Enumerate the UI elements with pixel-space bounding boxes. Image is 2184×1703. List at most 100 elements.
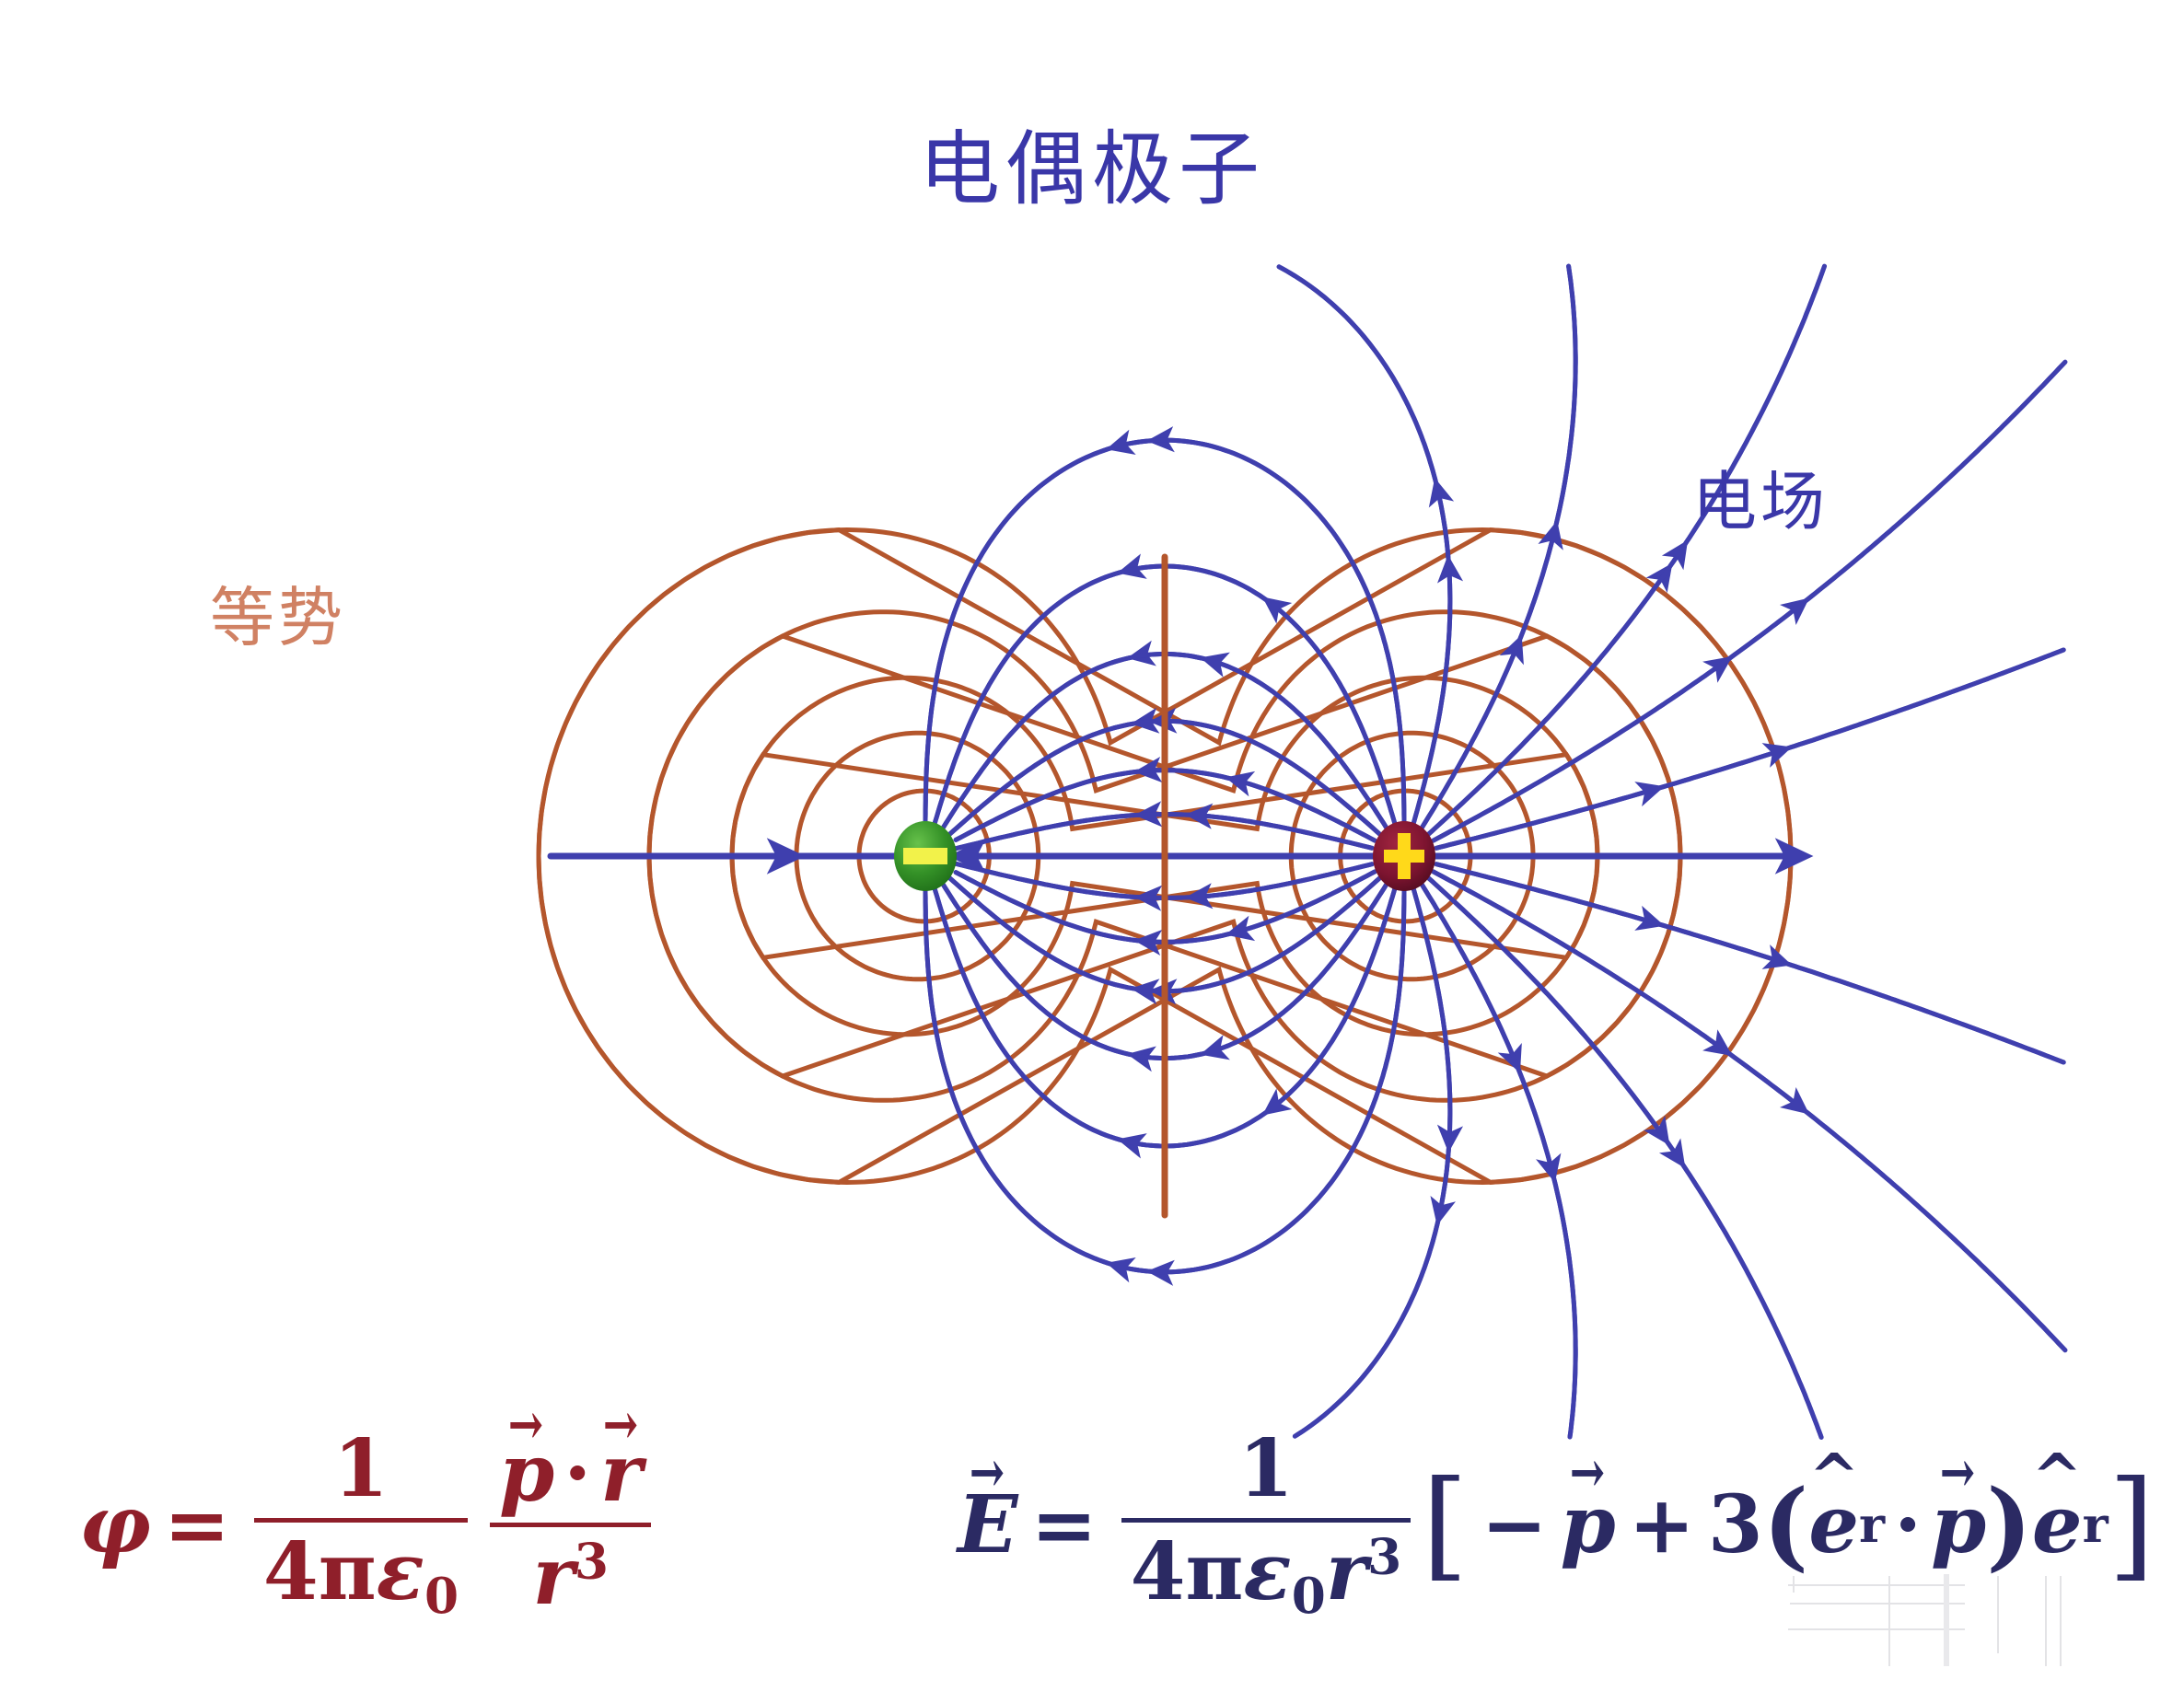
electric-field-lines [923, 263, 2068, 1440]
field-line-segment [941, 882, 1136, 1058]
plus-icon-horizontal [1384, 850, 1424, 863]
field-line-segment [941, 655, 1136, 830]
field-line-segment [1276, 264, 1439, 487]
field-line-segment [1225, 770, 1377, 843]
unit-vector-e-second-sub: r [2082, 1495, 2108, 1554]
equipotential-curve [856, 788, 992, 924]
field-line-segment [1133, 757, 1377, 843]
bracket-open: [ [1422, 1454, 1469, 1593]
field-line-segment [952, 861, 1194, 900]
field-line-segment [1292, 1144, 1452, 1439]
field-line-segment [1127, 640, 1389, 830]
field-line-segment [932, 885, 1270, 1149]
equipotential-curve [1288, 730, 1536, 982]
field-line-segment [1426, 875, 1670, 1146]
field-line-segment [947, 721, 1140, 837]
field-line-segment [947, 875, 1158, 993]
equipotential-lines [536, 527, 1794, 1186]
exponent-3: 3 [574, 1532, 609, 1591]
field-line-segment [1184, 803, 1375, 851]
field-line-segment [1117, 553, 1398, 827]
field-line-segment [1261, 597, 1398, 827]
field-line-segment [953, 870, 1234, 944]
den-eps-sub: 0 [1291, 1567, 1326, 1626]
field-line-segment [941, 882, 1209, 1061]
formula-field-equals: = [1030, 1477, 1098, 1571]
formula-field-E: E [958, 1478, 1018, 1571]
vector-p: p [499, 1431, 554, 1514]
equipotential-curve [1338, 788, 1473, 924]
scalar-r: r [532, 1529, 575, 1623]
den-pi: π [318, 1525, 377, 1619]
field-line-segment [1553, 263, 1578, 529]
formula-potential: φ = 1 4πε0 p·r r3 [79, 1425, 662, 1625]
field-line-segment [1431, 597, 1810, 843]
field-line-segment [1434, 743, 1793, 851]
formula-potential-equals: = [163, 1477, 230, 1571]
field-line-segment [1127, 882, 1389, 1072]
field-line-segment [1431, 869, 1733, 1057]
equipotential-curve [536, 527, 1794, 1186]
den-eps: ε [1243, 1525, 1292, 1619]
field-line-segment [952, 861, 1144, 900]
den-eps-sub: 0 [424, 1567, 459, 1626]
field-line-segment [1783, 961, 2066, 1065]
field-line-segment [1426, 539, 1689, 837]
field-line-segment [1725, 1049, 2068, 1353]
vector-p-second: p [1931, 1478, 1986, 1571]
field-line-segment [1664, 1138, 1824, 1440]
field-line-segment [1515, 1065, 1578, 1440]
coefficient-three: 3 [1707, 1477, 1763, 1571]
negative-charge-body [894, 821, 957, 891]
formula-potential-coefficient: 1 4πε0 [253, 1425, 469, 1626]
field-line-segment [1655, 921, 2066, 1065]
field-line-segment [1431, 655, 1733, 843]
field-line-segment [923, 445, 1115, 827]
label-equipotential: 等势 [210, 580, 346, 655]
vector-p-first: p [1561, 1478, 1616, 1571]
unary-minus: − [1481, 1477, 1548, 1571]
field-line-segment [1431, 869, 1810, 1115]
coefficient-denominator: 4πε0r3 [1121, 1528, 1411, 1624]
field-line-segment [932, 885, 1126, 1143]
field-line-segment [1551, 1174, 1578, 1440]
field-line-segment [952, 812, 1144, 852]
equipotential-curve [536, 527, 1794, 1186]
plus-operator: + [1628, 1477, 1695, 1571]
coefficient-numerator: 1 [1238, 1422, 1294, 1515]
field-line-segment [1133, 869, 1377, 956]
den-4: 4 [262, 1525, 319, 1619]
equipotential-curve [729, 675, 1600, 1037]
field-line-segment [1783, 647, 2066, 751]
label-electric-field: 电场 [1692, 464, 1829, 539]
field-line-segment [1292, 1217, 1441, 1439]
field-line-segment [1802, 359, 2068, 605]
plus-icon-vertical [1398, 833, 1411, 879]
paren-close: ) [1986, 1466, 2032, 1581]
equipotential-curve [646, 609, 1683, 1103]
field-line-segment [947, 719, 1158, 837]
charge-markers [894, 821, 1435, 891]
field-line-segment [923, 886, 1115, 1268]
formula-field-coefficient: 1 4πε0r3 [1121, 1425, 1411, 1625]
field-line-segment [952, 812, 1194, 852]
field-line-segment [1434, 862, 1665, 931]
field-line-segment [1419, 882, 1562, 1183]
dot-product-operator: · [1894, 1477, 1923, 1571]
field-line-segment [1655, 647, 2066, 791]
field-line-segment [1131, 707, 1382, 837]
fraction-bar [490, 1522, 652, 1527]
field-line-segment [923, 886, 1156, 1274]
field-line-segment [1276, 264, 1451, 563]
den-r: r [1325, 1525, 1368, 1619]
ratio-denominator: r3 [524, 1533, 618, 1620]
field-line-segment [1261, 886, 1398, 1116]
dot-product-operator: · [563, 1426, 592, 1520]
equipotential-curve [646, 609, 1683, 1103]
field-line-segment [1133, 862, 1375, 911]
den-r-exponent: 3 [1367, 1527, 1402, 1586]
field-line-segment [1802, 1107, 2068, 1353]
field-line-segment [1434, 862, 1793, 969]
positive-charge [1373, 821, 1435, 891]
field-line-segment [941, 651, 1209, 830]
